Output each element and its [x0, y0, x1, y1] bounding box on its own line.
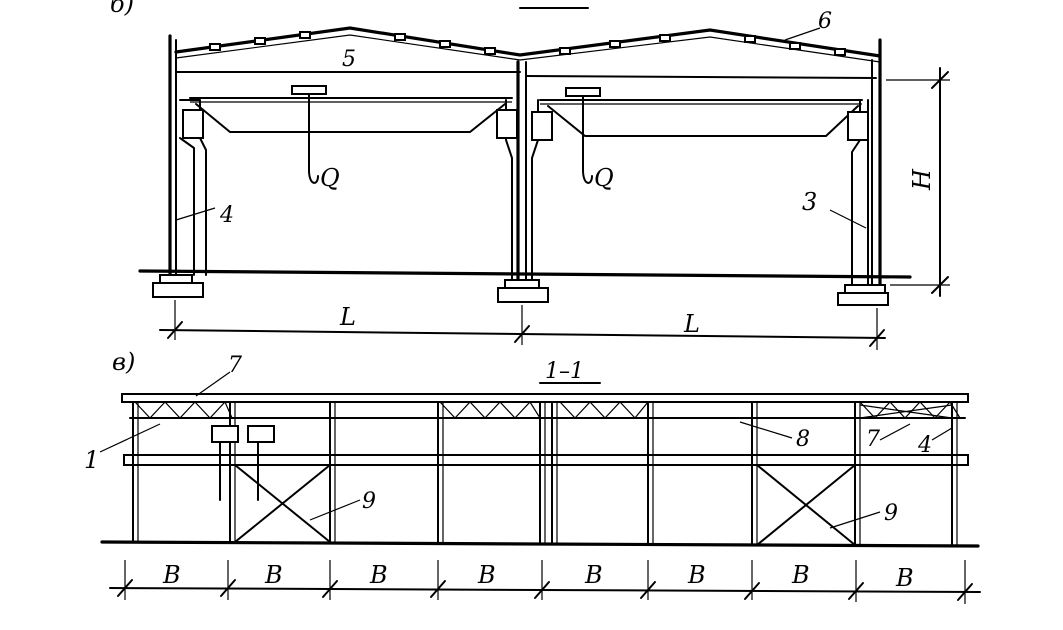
- bay-label-5: B: [584, 561, 603, 589]
- vertical-bracing: [234, 404, 953, 546]
- bay-label-8: B: [895, 564, 914, 592]
- callout-8: 8: [796, 427, 810, 452]
- bay-label-3: B: [369, 561, 388, 589]
- span-label-left: L: [339, 303, 356, 331]
- callout-4: 4: [219, 203, 234, 228]
- callout-7a: 7: [228, 353, 242, 378]
- leader-9a: [309, 499, 361, 521]
- roof-purlins: [209, 31, 846, 56]
- leader-7b: [879, 423, 911, 441]
- leader-4: [175, 207, 216, 221]
- height-dimension: [886, 67, 950, 297]
- roof-slab: [121, 393, 969, 403]
- leader-9b: [829, 511, 881, 529]
- right-column: [837, 38, 889, 306]
- callout-4-lower: 4: [917, 433, 932, 458]
- leader-4b: [931, 427, 953, 441]
- bay-label-2: B: [264, 561, 283, 589]
- longitudinal-section: в) 1–1: [84, 348, 981, 604]
- bay-dimensions: [109, 560, 981, 604]
- callout-1: 1: [84, 446, 99, 474]
- truss-bottom-chord-right: [525, 75, 877, 79]
- roof-top-chord-inner: [175, 34, 881, 63]
- section-label-b: б): [110, 0, 134, 18]
- section-mark-1-1: 1–1: [545, 359, 584, 384]
- span-label-right: L: [683, 310, 700, 338]
- callout-9a: 9: [362, 489, 376, 514]
- crane-trolleys: [211, 425, 275, 501]
- leader-6: [784, 27, 821, 41]
- load-label-left: Q: [320, 164, 340, 192]
- height-label: H: [908, 168, 936, 191]
- frame-cross-section: б): [110, 0, 950, 350]
- callout-5: 5: [342, 47, 356, 72]
- bay-label-7: B: [791, 561, 810, 589]
- callout-3: 3: [802, 188, 817, 216]
- section-label-v: в): [112, 348, 135, 376]
- callout-6: 6: [818, 9, 832, 34]
- middle-column: [497, 60, 549, 303]
- right-crane: [531, 87, 869, 184]
- leader-8: [739, 421, 793, 439]
- leader-3: [829, 209, 867, 229]
- bay-label-1: B: [162, 561, 181, 589]
- leader-7a: [195, 371, 231, 397]
- callout-7b: 7: [866, 427, 880, 452]
- callout-9b: 9: [884, 501, 898, 526]
- left-crane: [182, 85, 518, 184]
- crane-runway-beam: [123, 454, 969, 466]
- roof-top-chord: [174, 26, 882, 58]
- bay-label-4: B: [477, 561, 496, 589]
- span-dimension: [159, 300, 886, 350]
- leader-1: [99, 423, 161, 453]
- load-label-right: Q: [594, 164, 614, 192]
- left-column: [152, 34, 207, 298]
- roof-trusses: [134, 400, 961, 419]
- bay-label-6: B: [687, 561, 706, 589]
